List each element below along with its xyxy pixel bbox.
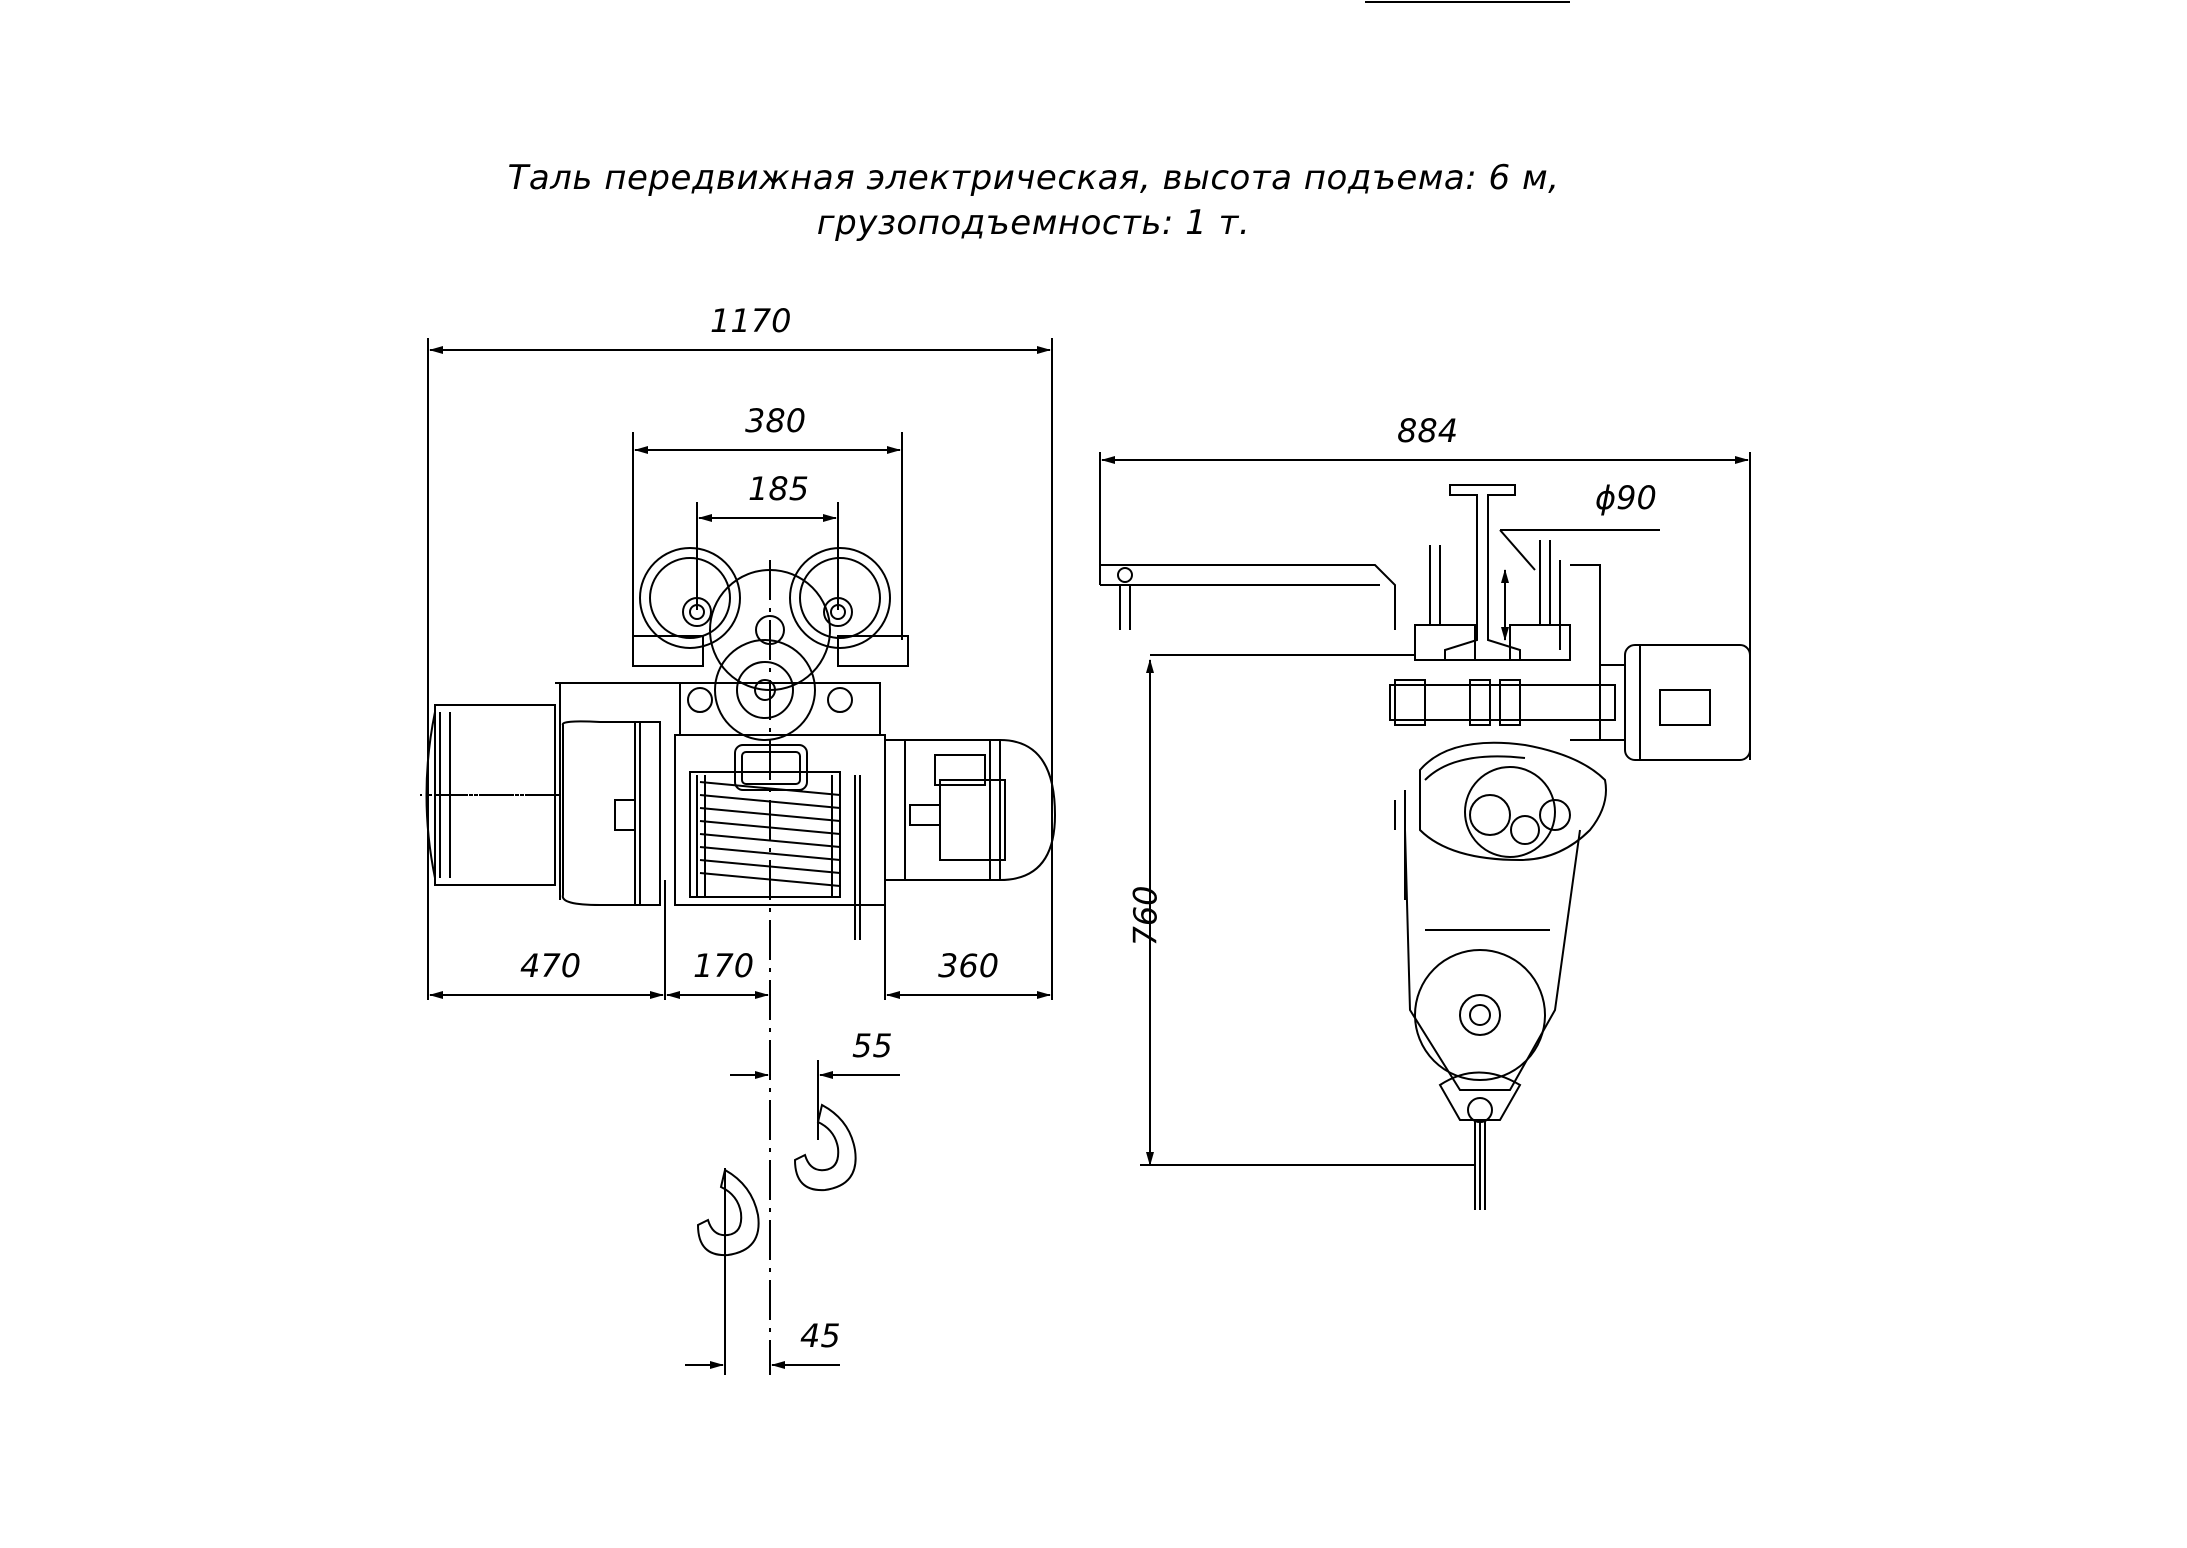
drawing-subtitle: грузоподъемность: 1 т.: [816, 203, 1251, 243]
drawing-title: Таль передвижная электрическая, высота п…: [507, 158, 1560, 198]
dim-left-part: 470: [520, 947, 582, 985]
dim-side-width: 884: [1397, 412, 1459, 450]
dim-drum-offset: 170: [693, 947, 755, 985]
dim-overall-length: 1170: [710, 302, 792, 340]
side-view: [1100, 452, 1750, 1210]
front-view: [420, 338, 1055, 1375]
dim-beam-diameter: ϕ90: [1595, 479, 1657, 517]
dim-hook-offset-lower: 45: [800, 1317, 841, 1355]
dim-height: 760: [1126, 885, 1165, 947]
dim-wheel-base: 185: [748, 470, 810, 508]
dim-wheel-span: 380: [745, 402, 807, 440]
dim-right-part: 360: [938, 947, 1000, 985]
dim-hook-offset-upper: 55: [852, 1027, 893, 1065]
